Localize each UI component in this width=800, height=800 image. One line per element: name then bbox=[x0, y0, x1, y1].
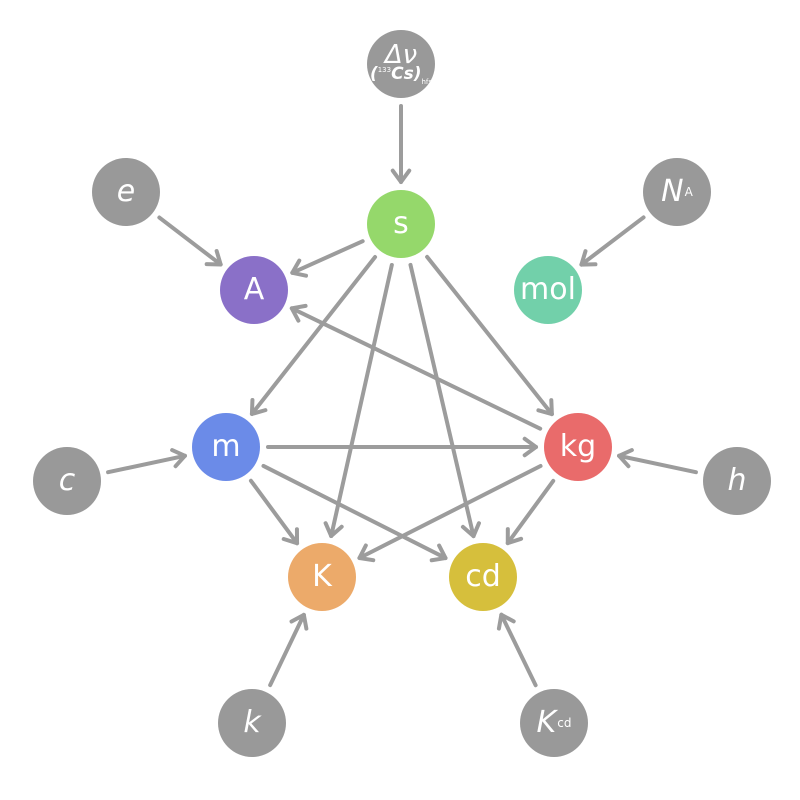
edge-arrowhead bbox=[323, 521, 344, 539]
edge-kg-A bbox=[289, 303, 543, 431]
edge-s-m bbox=[249, 255, 378, 416]
label-dnu-sub: hfs bbox=[421, 78, 433, 86]
edge-arrowhead bbox=[204, 249, 223, 267]
label-h: h bbox=[727, 463, 747, 498]
label-NA: N bbox=[661, 174, 684, 209]
edge-arrowhead bbox=[249, 397, 268, 416]
label-Kcd: K bbox=[536, 705, 557, 740]
edge-line bbox=[289, 306, 543, 431]
node-dnu: Δν (133Cs)hfs bbox=[367, 30, 435, 98]
label-c: c bbox=[58, 463, 76, 498]
edge-arrowhead bbox=[170, 448, 187, 469]
label-A: A bbox=[243, 272, 265, 307]
edge-h-kg bbox=[617, 448, 698, 475]
edge-arrowhead bbox=[579, 249, 598, 267]
edge-arrowhead bbox=[505, 527, 524, 546]
edge-line bbox=[249, 255, 378, 416]
edge-arrowhead bbox=[289, 612, 309, 631]
edge-arrowhead bbox=[496, 612, 516, 631]
edge-line bbox=[408, 262, 476, 539]
edge-NA-mol bbox=[579, 215, 646, 267]
node-c: c bbox=[33, 447, 101, 515]
node-kg: kg bbox=[544, 413, 612, 481]
edge-arrowhead bbox=[617, 448, 634, 469]
node-K: K bbox=[288, 543, 356, 611]
edge-m-cd bbox=[261, 463, 448, 563]
label-dnu-open: ( bbox=[369, 64, 378, 84]
label-NA-sub: A bbox=[684, 185, 693, 199]
edge-arrowhead bbox=[522, 436, 538, 458]
edge-s-cd bbox=[408, 262, 481, 539]
label-kg: kg bbox=[559, 429, 597, 464]
edge-e-A bbox=[157, 215, 223, 267]
edge-line bbox=[579, 215, 646, 267]
label-e: e bbox=[116, 174, 136, 209]
edge-line bbox=[617, 453, 698, 475]
label-dnu-bottom: (133Cs)hfs bbox=[370, 66, 432, 86]
edge-arrowhead bbox=[460, 521, 481, 539]
edge-c-m bbox=[106, 448, 187, 475]
node-h: h bbox=[703, 447, 771, 515]
label-dnu-elem: Cs bbox=[391, 64, 414, 84]
node-m: m bbox=[192, 413, 260, 481]
edge-line bbox=[499, 612, 538, 688]
edge-s-A bbox=[290, 239, 365, 278]
label-dnu-top: Δν bbox=[384, 40, 418, 70]
edge-line bbox=[425, 254, 554, 417]
edge-line bbox=[157, 215, 223, 267]
node-s: s bbox=[367, 190, 435, 258]
edge-arrowhead bbox=[290, 258, 309, 278]
edge-m-K bbox=[248, 478, 300, 546]
label-m: m bbox=[211, 429, 241, 464]
edge-line bbox=[106, 453, 187, 475]
edge-line bbox=[357, 464, 543, 560]
node-k: k bbox=[218, 689, 286, 757]
edge-line bbox=[290, 239, 365, 275]
edge-m-kg bbox=[266, 436, 538, 458]
node-cd: cd bbox=[449, 543, 517, 611]
edge-Kcd-cd bbox=[496, 612, 538, 688]
edge-line bbox=[505, 478, 556, 546]
edge-kg-cd bbox=[505, 478, 556, 546]
edge-arrowhead bbox=[357, 543, 376, 563]
node-e: e bbox=[92, 158, 160, 226]
label-k: k bbox=[243, 705, 261, 740]
edge-arrowhead bbox=[281, 527, 300, 546]
label-cd: cd bbox=[465, 559, 501, 594]
edge-line bbox=[329, 262, 394, 539]
label-dnu: Δν (133Cs)hfs bbox=[370, 42, 432, 86]
edge-s-K bbox=[323, 262, 394, 539]
label-Kcd-sub: cd bbox=[557, 716, 572, 730]
node-A: A bbox=[220, 256, 288, 324]
label-K: K bbox=[312, 559, 332, 594]
edge-k-K bbox=[268, 612, 309, 688]
label-dnu-close: ) bbox=[413, 64, 422, 84]
edge-line bbox=[248, 478, 300, 546]
edge-arrowhead bbox=[390, 168, 412, 184]
edge-arrowhead bbox=[429, 543, 448, 563]
edge-s-kg bbox=[425, 254, 554, 417]
edge-line bbox=[261, 463, 448, 561]
edge-dnu-s bbox=[390, 104, 412, 184]
edge-arrowhead bbox=[536, 398, 554, 417]
node-mol: mol bbox=[514, 256, 582, 324]
label-s: s bbox=[393, 206, 409, 241]
edge-line bbox=[268, 612, 306, 688]
edge-arrowhead bbox=[289, 303, 308, 323]
label-mol: mol bbox=[520, 272, 576, 307]
edge-kg-K bbox=[357, 464, 543, 563]
label-dnu-iso: 133 bbox=[377, 66, 392, 74]
